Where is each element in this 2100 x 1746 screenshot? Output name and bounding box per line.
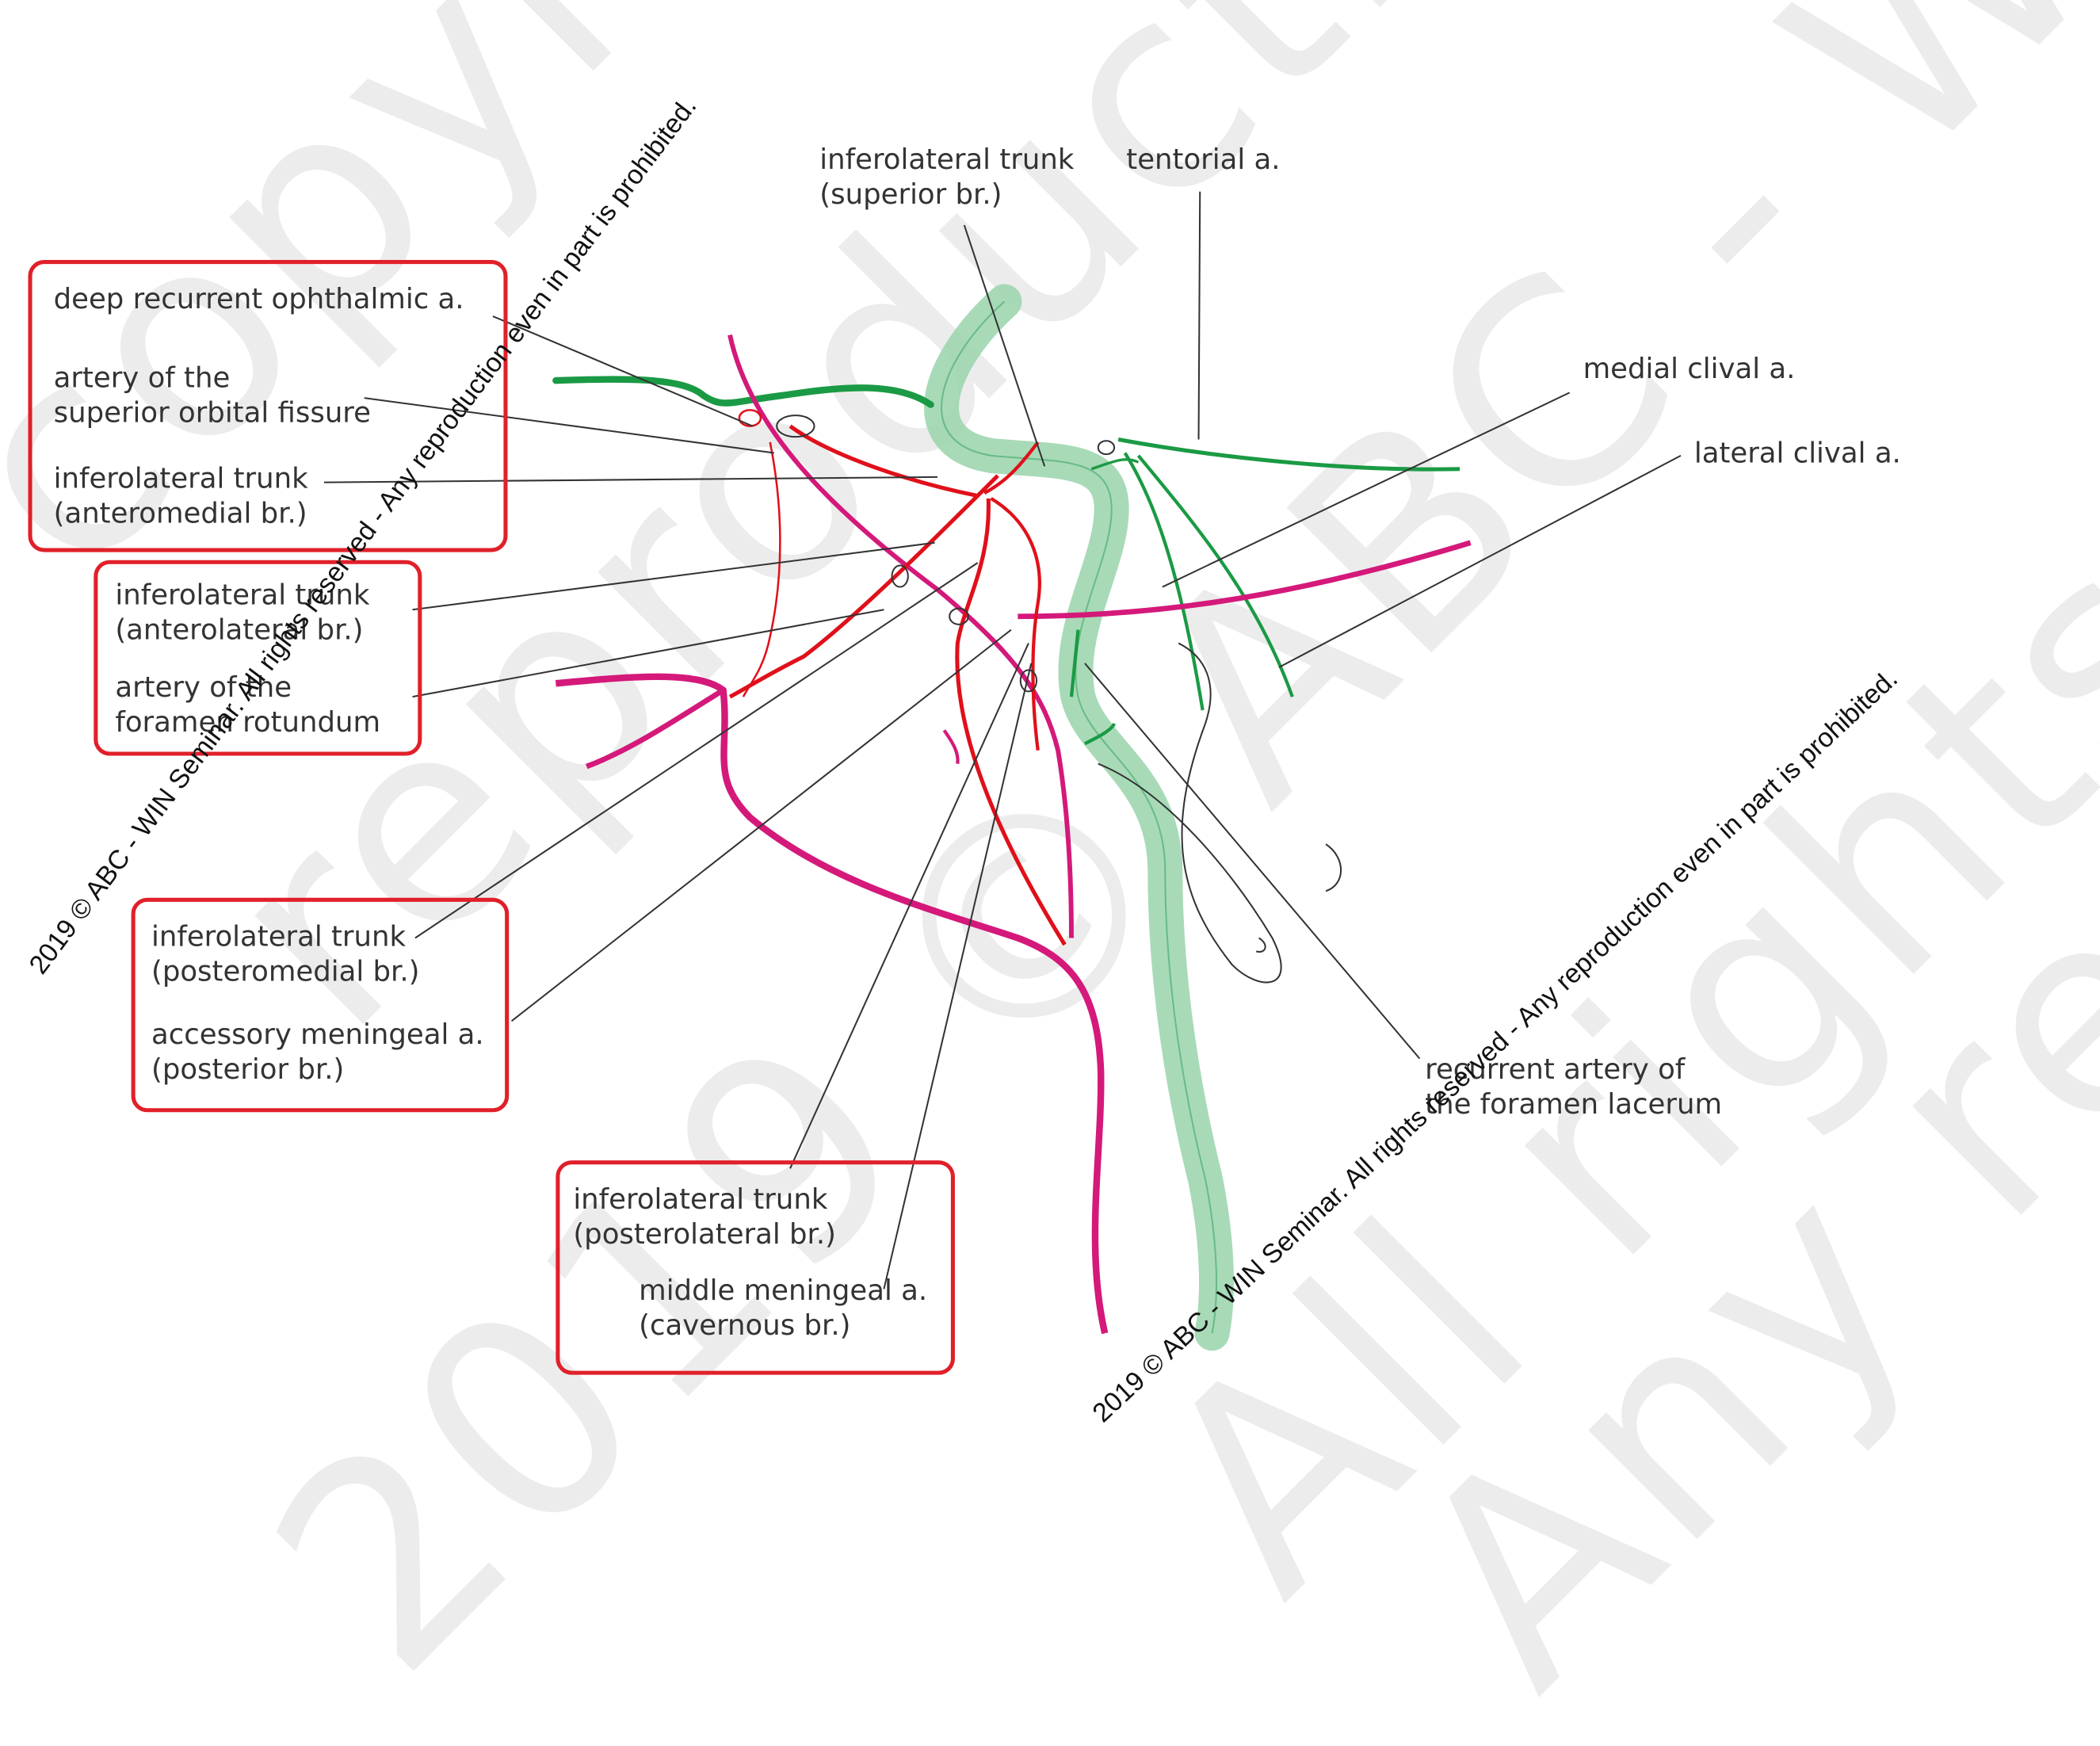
label-ilt-anterolateral-line1: inferolateral trunk: [115, 579, 370, 611]
label-box-posterolateral-group: [556, 1160, 955, 1375]
green-small-branch: [1083, 722, 1117, 746]
magenta-small-hook: [942, 729, 960, 764]
label-medial-clival: medial clival a.: [1583, 352, 1796, 385]
red-vessel-anteromedial: [788, 424, 979, 499]
artery-diagram: [323, 191, 1682, 1351]
medial-clival-vessel: [1123, 452, 1205, 711]
magenta-vessel-lower: [586, 687, 725, 770]
vessel-loop: [1255, 937, 1266, 953]
green-small-branch: [1090, 458, 1140, 471]
label-ilt-posteromedial-line2: (posteromedial br.): [151, 955, 420, 988]
red-vessel-thin: [742, 441, 781, 697]
label-box-anteromedial-group: [28, 259, 508, 552]
label-ilt-anteromedial-line2: (anteromedial br.): [53, 497, 307, 529]
label-ilt-posterolateral-line1: inferolateral trunk: [573, 1182, 828, 1216]
internal-carotid-band: [924, 284, 1234, 1351]
label-lateral-clival: lateral clival a.: [1693, 437, 1901, 469]
deep-recurrent-ophthalmic-vessel: [552, 376, 934, 408]
label-ilt-anterolateral-line2: (anterolateral br.): [115, 613, 364, 646]
lateral-clival-vessel: [1136, 454, 1294, 697]
vessel-loop: [738, 409, 762, 427]
vessel-loop: [1325, 843, 1342, 892]
vessel-loop: [776, 415, 815, 438]
label-accessory-meningeal-line2: (posterior br.): [151, 1053, 345, 1086]
vessel-loop: [949, 607, 969, 625]
red-vessel-superior: [983, 441, 1040, 495]
label-ilt-posterolateral-line2: (posterolateral br.): [573, 1217, 837, 1251]
label-box-posteromedial-group: [131, 897, 510, 1113]
label-mma-cavernous-line2: (cavernous br.): [639, 1309, 851, 1342]
vessel-loop: [1097, 440, 1116, 456]
label-artery-superior-orbital-fissure-line1: artery of the: [53, 361, 231, 395]
internal-carotid-outline: [941, 300, 1218, 1334]
vessel-loop: [1019, 669, 1038, 693]
label-mma-cavernous-line1: middle meningeal a.: [639, 1274, 928, 1307]
magenta-vessel-right: [1018, 540, 1472, 620]
label-recurrent-foramen-lacerum-line1: recurrent artery of: [1425, 1053, 1686, 1086]
label-artery-foramen-rotundum-line2: foramen rotundum: [115, 705, 381, 739]
label-ilt-anteromedial-line1: inferolateral trunk: [53, 462, 308, 495]
label-recurrent-foramen-lacerum-line2: the foramen lacerum: [1425, 1087, 1723, 1121]
label-ilt-superior-line1: inferolateral trunk: [819, 143, 1075, 176]
label-ilt-posteromedial-line1: inferolateral trunk: [151, 920, 407, 953]
red-vessel-posterolateral: [990, 497, 1041, 751]
label-artery-superior-orbital-fissure-line2: superior orbital fissure: [53, 396, 371, 430]
leader-lines: [323, 191, 1682, 1289]
label-accessory-meningeal-line1: accessory meningeal a.: [151, 1018, 484, 1051]
tentorial-vessel: [1117, 437, 1460, 472]
label-artery-foramen-rotundum-line1: artery of the: [115, 671, 292, 704]
label-deep-recurrent-ophthalmic: deep recurrent ophthalmic a.: [53, 282, 464, 315]
label-ilt-superior-line2: (superior br.): [819, 178, 1002, 211]
label-box-anterolateral-group: [94, 560, 422, 756]
red-vessel-posteromedial: [955, 498, 1067, 946]
vessel-loop: [891, 564, 909, 588]
green-small-branch: [1069, 629, 1080, 697]
magenta-vessel-long: [727, 334, 1074, 938]
label-tentorial: tentorial a.: [1126, 143, 1281, 176]
recurrent-foramen-lacerum-loop: [1098, 642, 1282, 984]
